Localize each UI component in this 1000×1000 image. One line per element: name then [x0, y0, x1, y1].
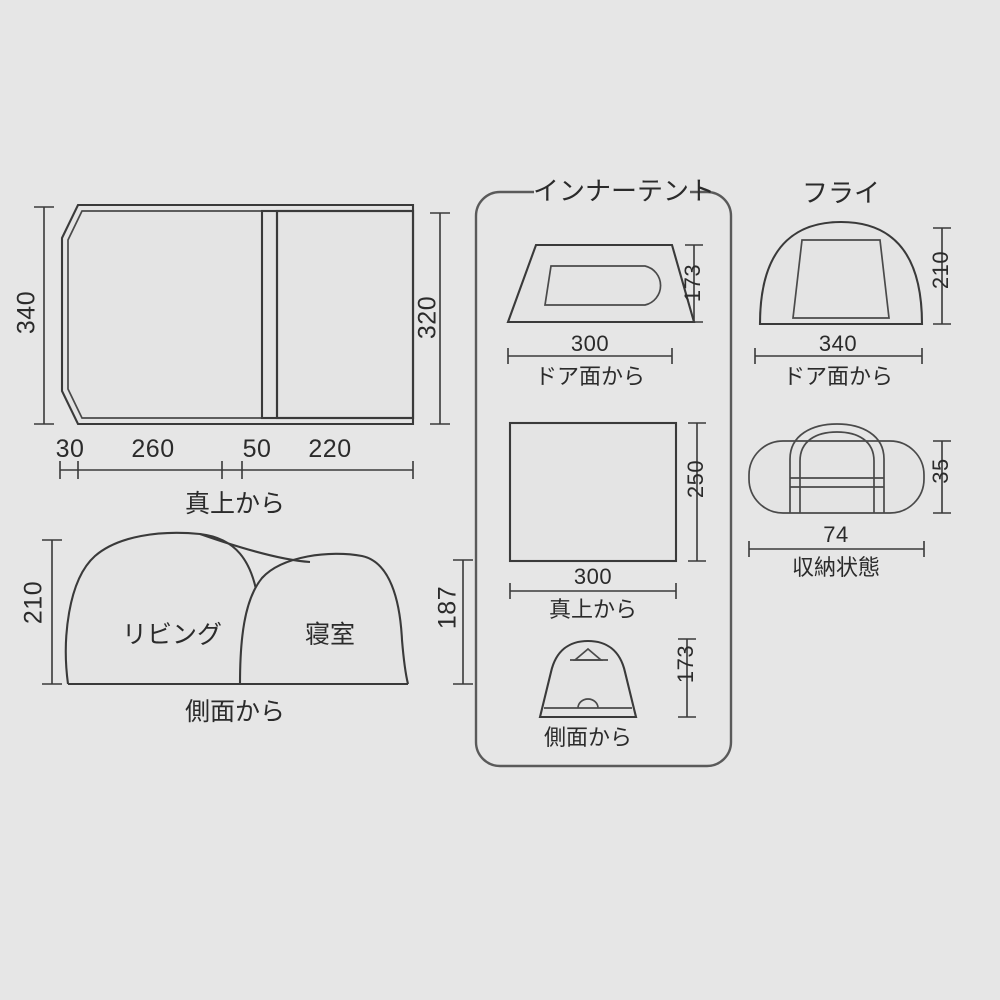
top-view-drawing — [60, 203, 415, 426]
inner-tent-door-caption: ドア面から — [534, 364, 645, 389]
inner-tent-side-view-drawing — [538, 639, 638, 719]
side-view-zone-living-label: リビング — [122, 621, 223, 649]
storage-caption: 収納状態 — [791, 555, 880, 580]
top-view-dim-220-label: 220 — [308, 435, 352, 463]
side-view-height-left-label: 210 — [19, 580, 48, 625]
top-view-dim-320 — [430, 212, 450, 425]
fly-dim-210 — [933, 227, 951, 325]
storage-dim-35 — [933, 440, 951, 514]
inner-tent-top-dim-250 — [688, 422, 706, 562]
inner-tent-panel-border — [474, 190, 733, 768]
fly-width-label: 340 — [818, 331, 858, 356]
top-view-dim-340 — [34, 206, 54, 425]
fly-panel-title: フライ — [801, 178, 880, 208]
inner-tent-side-height-label: 173 — [673, 644, 698, 684]
storage-dim-74 — [748, 541, 925, 557]
storage-bag-drawing — [748, 423, 925, 514]
top-view-dim-chain — [59, 461, 414, 479]
inner-tent-top-dim-300 — [509, 583, 677, 599]
side-view-dim-210 — [42, 539, 62, 685]
fly-door-caption: ドア面から — [782, 364, 893, 389]
side-view-drawing — [64, 531, 410, 686]
inner-tent-panel-title: インナーテント — [533, 176, 716, 206]
inner-tent-door-dim-173 — [685, 244, 703, 323]
storage-height-label: 35 — [928, 458, 953, 484]
inner-tent-door-view-drawing — [506, 243, 696, 324]
inner-tent-top-view-drawing — [508, 421, 678, 563]
storage-width-label: 74 — [823, 522, 849, 547]
side-view-zone-bedroom-label: 寝室 — [305, 621, 356, 649]
inner-tent-top-width-label: 300 — [573, 564, 613, 589]
inner-tent-side-dim-173 — [678, 638, 696, 718]
top-view-height-left-label: 340 — [12, 290, 41, 335]
top-view-dim-260-label: 260 — [131, 435, 175, 463]
top-view-height-right-label: 320 — [413, 295, 442, 340]
side-view-height-right-label: 187 — [433, 585, 462, 630]
top-view-dim-50-label: 50 — [242, 435, 272, 463]
inner-tent-top-depth-label: 250 — [683, 459, 708, 499]
top-view-dim-30-label: 30 — [55, 435, 85, 463]
inner-tent-side-caption: 側面から — [543, 725, 632, 750]
top-view-caption: 真上から — [184, 490, 285, 518]
inner-tent-door-width-label: 300 — [570, 331, 610, 356]
inner-tent-door-height-label: 173 — [680, 263, 705, 303]
fly-height-label: 210 — [928, 250, 953, 290]
inner-tent-door-dim-300 — [507, 348, 673, 364]
side-view-dim-187 — [453, 559, 473, 685]
side-view-caption: 側面から — [184, 698, 285, 726]
fly-door-view-drawing — [758, 220, 924, 326]
fly-dim-340 — [754, 348, 923, 364]
inner-tent-top-caption: 真上から — [548, 597, 637, 622]
